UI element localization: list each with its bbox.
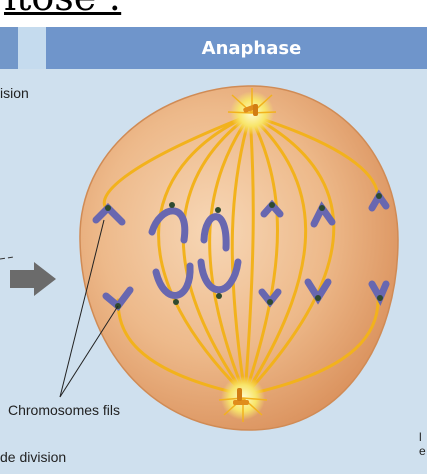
right-edge-label: l e [419, 430, 426, 458]
dashed-line-fragment [0, 256, 15, 260]
anaphase-header: Anaphase [46, 27, 427, 69]
slide-title: itose : [4, 0, 121, 16]
phase-arrow [10, 262, 56, 296]
chromosomes-label: Chromosomes fils [8, 402, 121, 418]
left-label-bottom: de division [0, 449, 67, 465]
kinetochores [105, 193, 383, 309]
header-gap [18, 27, 46, 69]
slide-title-strip: itose : [0, 0, 427, 27]
label-leader-lines [59, 219, 119, 398]
previous-phase-header [0, 27, 18, 69]
phase-title: Anaphase [201, 37, 302, 59]
centrosome-top [227, 88, 277, 135]
left-label-top: ision [0, 85, 29, 101]
centrosome-bottom [218, 376, 268, 422]
